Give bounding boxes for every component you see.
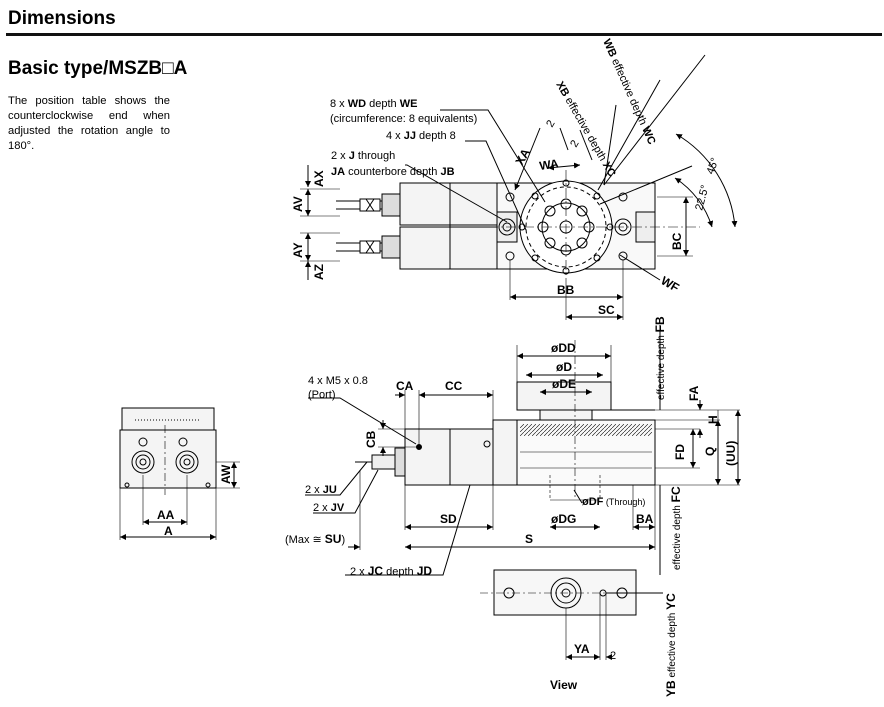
dim-ca: CA	[396, 379, 414, 393]
view-caption: View	[550, 678, 578, 692]
table-top	[516, 381, 612, 411]
label-jc-note: 2 x JC depth JD	[350, 564, 432, 578]
label-wd-note: 8 x WD depth WE	[330, 98, 417, 110]
dim-ay: AY	[291, 242, 305, 258]
bottom-view-labels: YA 2 YB effective depth YC View	[550, 593, 678, 697]
top-view	[300, 54, 738, 320]
label-port-1: 4 x M5 x 0.8	[308, 375, 368, 387]
description-text: The position table shows the countercloc…	[8, 95, 170, 152]
dim-two-b: 2	[568, 138, 581, 149]
cylinder-body-lower	[399, 226, 498, 270]
dim-bc: BC	[670, 232, 684, 250]
label-jj-note: 4 x JJ depth 8	[386, 130, 456, 142]
dim-dg: øDG	[551, 512, 576, 526]
dim-uu: (UU)	[724, 441, 738, 466]
dim-aa: AA	[157, 508, 175, 522]
dim-xa: XA	[512, 146, 533, 168]
label-ju: 2 x JU	[305, 484, 337, 496]
dim-av: AV	[291, 196, 305, 212]
dim-ax: AX	[312, 170, 326, 187]
dim-s: S	[525, 532, 533, 546]
label-wb-note: WB effective depth WC	[600, 37, 657, 146]
dim-cc: CC	[445, 379, 463, 393]
dim-d: øD	[556, 360, 572, 374]
dim-fa: FA	[687, 385, 701, 401]
cylinder-body-front	[404, 428, 494, 486]
front-view	[305, 325, 741, 576]
label-max-su: (Max ≅ SU)	[285, 532, 345, 546]
dim-sc: SC	[598, 303, 615, 317]
label-fb-note: effective depth FB	[653, 316, 667, 400]
dim-fd: FD	[673, 444, 687, 460]
label-wd-note-2: (circumference: 8 equivalents)	[330, 113, 477, 125]
dim-two-a: 2	[544, 118, 557, 129]
dim-bb: BB	[557, 283, 575, 297]
dim-cb: CB	[364, 430, 378, 448]
dim-ba: BA	[636, 512, 654, 526]
side-body	[119, 429, 217, 489]
cylinder-body-upper	[399, 182, 498, 226]
label-ja-note: JA counterbore depth JB	[331, 166, 455, 178]
label-xb-note: XB effective depth XC	[553, 80, 617, 180]
label-df: øDF (Through)	[582, 496, 645, 508]
dim-a: A	[164, 524, 173, 538]
top-view-labels: 8 x WD depth WE (circumference: 8 equiva…	[291, 37, 722, 317]
dim-wa: WA	[538, 156, 559, 173]
bottom-view	[480, 569, 663, 660]
side-view-labels: AW AA A	[157, 464, 233, 538]
dim-az: AZ	[312, 264, 326, 280]
dim-q: Q	[703, 447, 717, 456]
label-yb-note: YB effective depth YC	[664, 593, 678, 697]
angle-22-5: 22.5°	[693, 184, 711, 212]
dim-de: øDE	[552, 377, 576, 391]
dim-sd: SD	[440, 512, 457, 526]
title-rule	[6, 33, 882, 36]
label-j-note: 2 x J through	[331, 150, 395, 162]
dim-wf: WF	[659, 273, 682, 294]
subsection-title: Basic type/MSZB□A	[8, 58, 188, 79]
side-view	[119, 407, 240, 540]
dim-two-bottom: 2	[610, 650, 616, 662]
section-title: Dimensions	[8, 8, 116, 29]
dim-h: H	[706, 415, 720, 424]
front-view-labels: 4 x M5 x 0.8 (Port) CA CC CB øDD øD øDE …	[285, 316, 738, 578]
dim-dd: øDD	[551, 341, 576, 355]
dim-aw: AW	[219, 464, 233, 484]
dim-ya: YA	[574, 642, 590, 656]
label-jv: 2 x JV	[313, 502, 345, 514]
label-fc-note: effective depth FC	[669, 486, 683, 570]
angle-45: 45°	[705, 156, 722, 176]
label-port-2: (Port)	[308, 389, 336, 401]
